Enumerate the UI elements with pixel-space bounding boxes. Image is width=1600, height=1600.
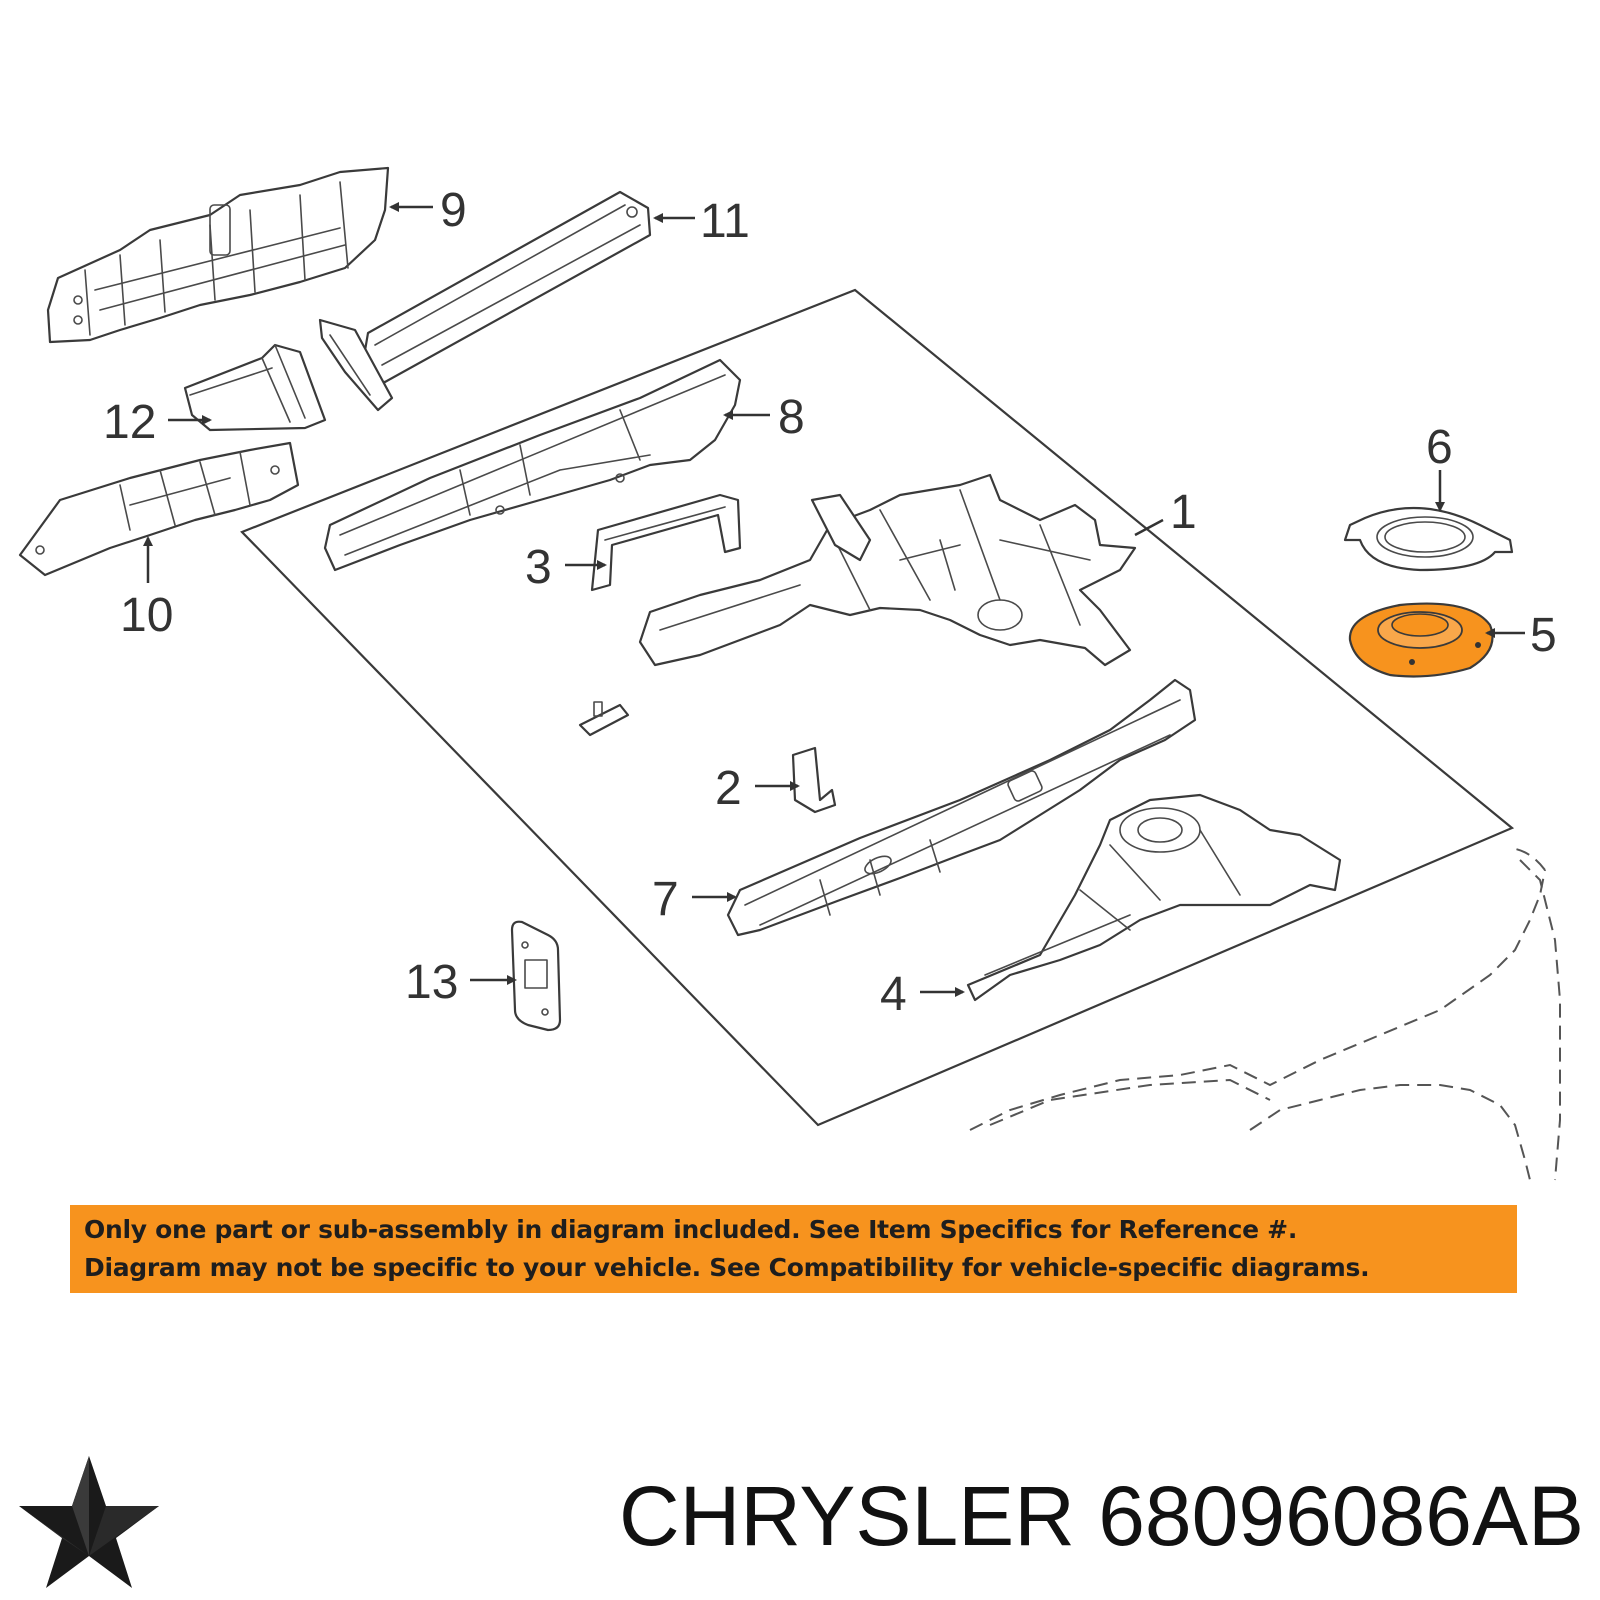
part-1-floor-structure xyxy=(638,473,1137,667)
callout-11: 11 xyxy=(700,195,750,248)
notice-banner: Only one part or sub-assembly in diagram… xyxy=(70,1205,1517,1293)
part-12-bracket xyxy=(183,343,327,432)
part-5-highlighted-seal xyxy=(1348,602,1494,678)
notice-line-2: Diagram may not be specific to your vehi… xyxy=(84,1253,1370,1282)
notice-line-1: Only one part or sub-assembly in diagram… xyxy=(84,1215,1298,1244)
callout-10: 10 xyxy=(120,589,173,642)
callout-9: 9 xyxy=(440,184,467,237)
callout-2: 2 xyxy=(715,762,742,815)
callout-8: 8 xyxy=(778,391,805,444)
callout-4: 4 xyxy=(880,968,907,1021)
brand-part-number: CHRYSLER 68096086AB xyxy=(618,1469,1584,1563)
callout-labels: 9 11 12 8 10 1 3 6 5 2 7 13 4 xyxy=(103,184,1557,1021)
floor-pan-outline xyxy=(240,288,1515,1127)
part-7-rail xyxy=(726,678,1197,937)
part-6-ring-bracket xyxy=(1343,506,1514,572)
part-13-plate xyxy=(510,920,562,1032)
callout-12: 12 xyxy=(103,396,156,449)
callout-13: 13 xyxy=(405,956,458,1009)
part-10-lower-rail xyxy=(18,441,300,577)
fender-dashed-outline xyxy=(969,847,1561,1181)
callout-5: 5 xyxy=(1530,609,1557,662)
callout-6: 6 xyxy=(1426,421,1453,474)
part-8-side-member xyxy=(323,358,742,572)
part-3-brace xyxy=(590,493,742,592)
callout-3: 3 xyxy=(525,541,552,594)
part-9-upper-rail xyxy=(46,166,390,344)
small-stud xyxy=(578,701,630,737)
part-2-clip xyxy=(791,746,837,814)
callout-1: 1 xyxy=(1170,486,1197,539)
pentastar-icon xyxy=(19,1456,159,1588)
part-4-rear-pan xyxy=(966,793,1342,1002)
callout-7: 7 xyxy=(652,873,679,926)
callout-arrows xyxy=(143,202,1525,997)
brand-row: CHRYSLER 68096086AB xyxy=(0,1448,1600,1600)
part-11-beam xyxy=(318,190,652,412)
